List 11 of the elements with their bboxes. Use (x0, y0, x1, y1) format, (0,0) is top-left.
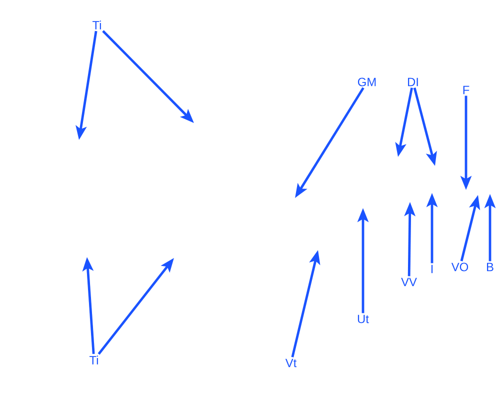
node-label: GM (358, 78, 376, 86)
node-label: Ut (358, 314, 369, 324)
node-label: DI (408, 78, 418, 86)
node-label: I (431, 264, 433, 274)
node-label: VV (401, 278, 417, 286)
node-label: VO (451, 262, 468, 272)
node-label: F (463, 86, 470, 94)
node-label: B (487, 262, 494, 272)
node-label: Ti (90, 356, 98, 364)
node-label: Ti (92, 20, 101, 30)
node-label: Vt (285, 358, 297, 368)
